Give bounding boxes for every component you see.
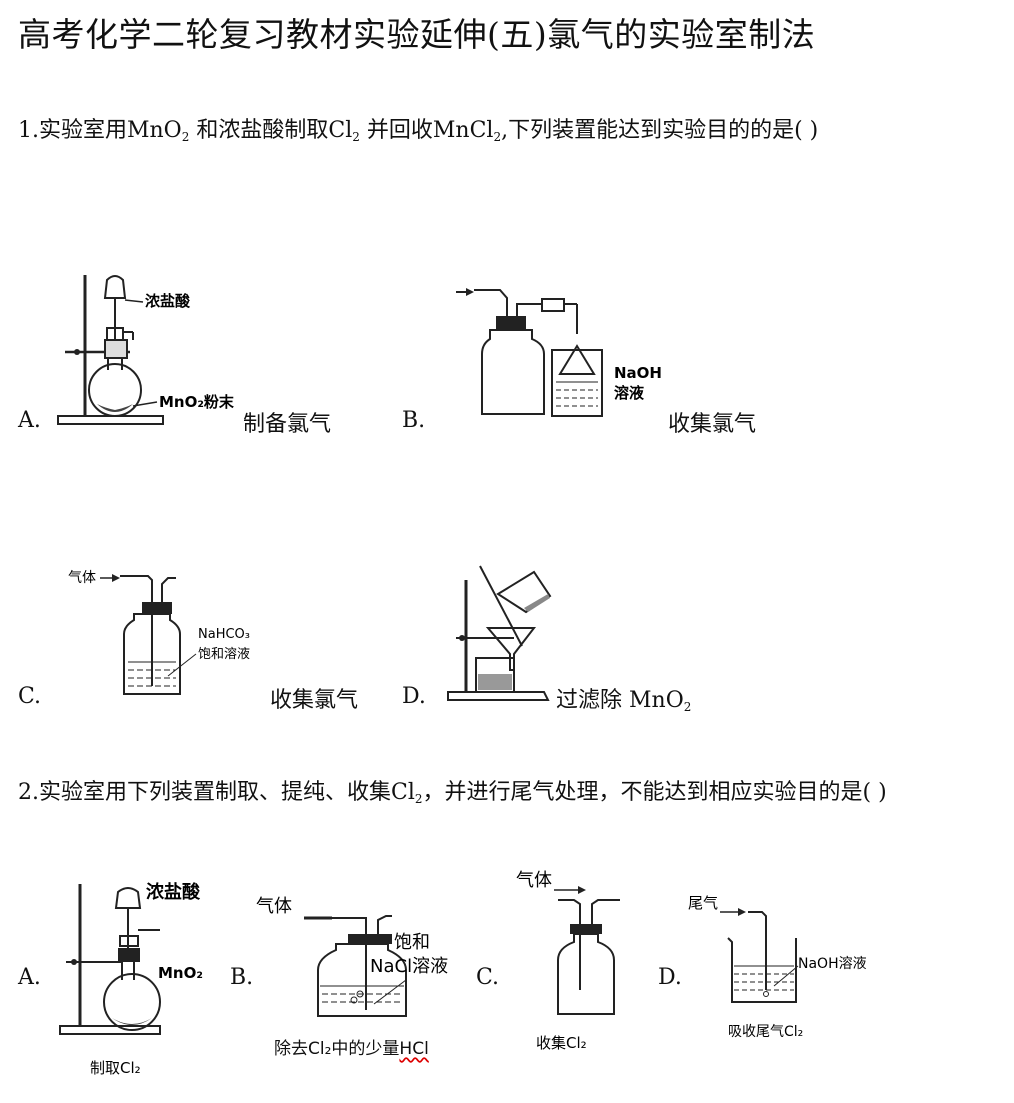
q1-option-a-letter[interactable]: A.	[18, 408, 41, 433]
q2-option-d-letter[interactable]: D.	[658, 965, 682, 990]
q1-apparatus-b: NaOH 溶液	[456, 288, 662, 417]
caption-text: 过滤除 MnO	[556, 688, 684, 713]
q2-apparatus-d: 尾气 NaOH溶液 吸收尾气Cl₂	[688, 894, 867, 1040]
label-solution: 溶液	[614, 384, 645, 402]
label-gas: 气体	[516, 870, 552, 891]
q2-apparatus-a: 浓盐酸 MnO₂ 制取Cl₂	[59, 881, 203, 1077]
label-naoh-solution: NaOH溶液	[798, 956, 867, 972]
q1-option-b-caption: 收集氯气	[668, 412, 757, 437]
q2-option-b-caption: 除去Cl₂中的少量HCl	[274, 1034, 429, 1059]
label-saturated-solution: 饱和溶液	[198, 647, 250, 662]
q2-option-d-caption: 吸收尾气Cl₂	[728, 1024, 803, 1040]
q2-option-c-letter[interactable]: C.	[476, 965, 500, 990]
q2-apparatus-c: 气体 收集Cl₂	[516, 870, 620, 1052]
label-naoh: NaOH	[614, 364, 662, 382]
q1-stem-mid2: 并回收MnCl	[359, 118, 494, 143]
sub-2: 2	[181, 130, 190, 144]
caption-hcl: HCl	[399, 1039, 429, 1059]
label-mno2: MnO₂粉末	[159, 393, 235, 411]
q1-stem-post: ,下列装置能达到实验目的的是( )	[501, 118, 819, 143]
sub-2: 2	[493, 130, 502, 144]
label-gas: 气体	[256, 896, 292, 917]
label-saturated: 饱和	[394, 932, 430, 953]
q1-stem-pre: 1.实验室用MnO	[18, 118, 182, 143]
q1-apparatus-d	[447, 565, 552, 701]
q1-option-c-letter[interactable]: C.	[18, 684, 42, 709]
question-1-stem: 1.实验室用MnO2 和浓盐酸制取Cl2 并回收MnCl2,下列装置能达到实验目…	[18, 112, 818, 144]
sub-2: 2	[352, 130, 360, 144]
sub-2: 2	[683, 700, 692, 714]
q1-apparatus-c: 气体 NaHCO₃ 饱和溶液	[68, 570, 250, 695]
q1-option-c-caption: 收集氯气	[270, 688, 359, 713]
q2-option-a-letter[interactable]: A.	[18, 965, 41, 990]
q2-option-c-caption: 收集Cl₂	[536, 1034, 587, 1052]
sub-2: 2	[414, 792, 423, 806]
caption-pre: 除去Cl₂中的少量	[274, 1039, 400, 1059]
label-tail-gas: 尾气	[688, 894, 718, 912]
q1-option-d-caption: 过滤除 MnO2	[556, 682, 691, 714]
label-gas: 气体	[68, 570, 96, 586]
label-mno2: MnO₂	[158, 964, 203, 982]
label-acid: 浓盐酸	[146, 881, 201, 903]
q1-apparatus-a: 浓盐酸 MnO₂粉末	[57, 275, 235, 425]
q1-option-a-caption: 制备氯气	[243, 412, 332, 437]
q2-stem-pre: 2.实验室用下列装置制取、提纯、收集Cl	[18, 780, 415, 805]
label-nahco3: NaHCO₃	[198, 627, 250, 642]
question-2-stem: 2.实验室用下列装置制取、提纯、收集Cl2，并进行尾气处理，不能达到相应实验目的…	[18, 774, 887, 806]
q1-stem-mid: 和浓盐酸制取Cl	[189, 118, 353, 143]
q2-option-a-caption: 制取Cl₂	[90, 1059, 141, 1077]
page-title: 高考化学二轮复习教材实验延伸(五)氯气的实验室制法	[18, 15, 816, 54]
label-nacl-solution: NaCl溶液	[370, 956, 448, 977]
label-acid: 浓盐酸	[145, 292, 191, 310]
q1-option-d-letter[interactable]: D.	[402, 684, 426, 709]
q2-option-b-letter[interactable]: B.	[230, 965, 254, 990]
q2-apparatus-b: 气体 饱和 NaCl溶液	[256, 896, 448, 1017]
q1-option-b-letter[interactable]: B.	[402, 408, 426, 433]
q2-stem-post: ，并进行尾气处理，不能达到相应实验目的是( )	[422, 780, 887, 805]
